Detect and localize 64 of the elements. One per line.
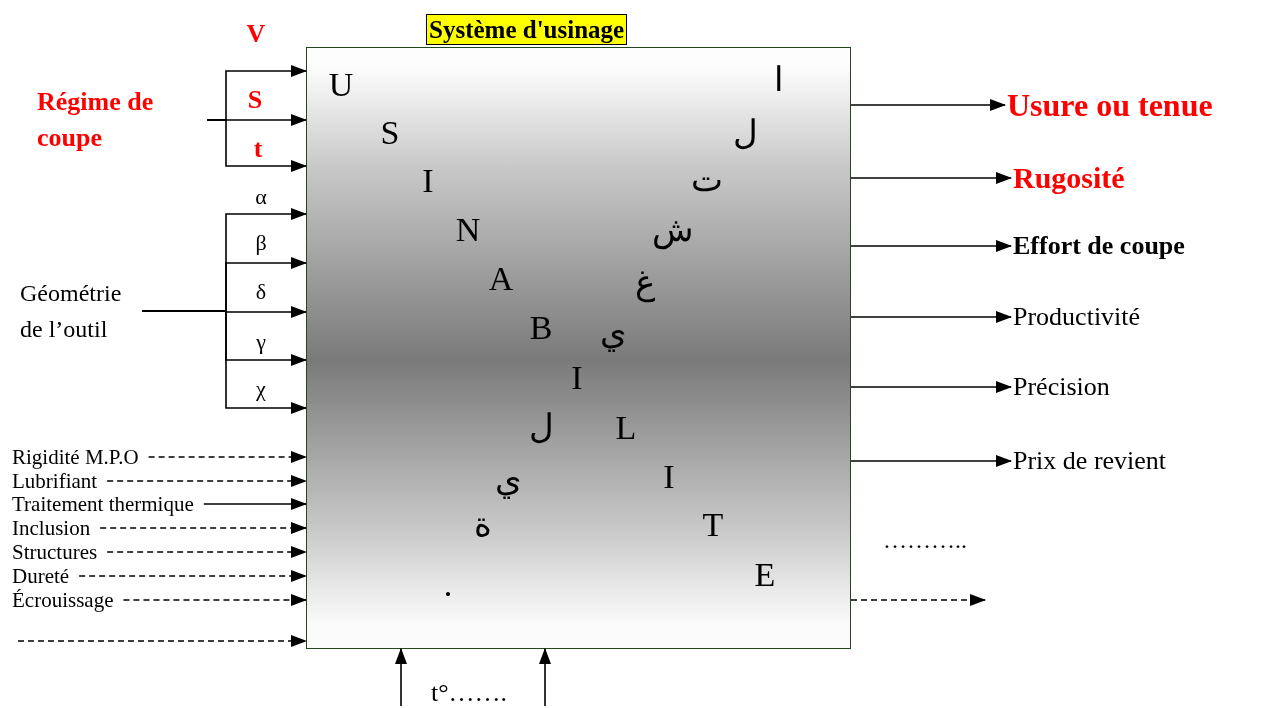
output-label: Rugosité [1013,160,1125,196]
factor-label: Écrouissage [12,589,114,611]
word-letter: ي [494,463,522,497]
factor-label: Traitement thermique [12,493,194,515]
arrow [850,594,986,606]
word-letter: I [571,361,583,395]
arrow [850,99,1006,111]
word-letter: ت [691,163,723,197]
word-letter: U [328,68,354,102]
input-group-label: Géométrie de l’outil [20,275,132,347]
word-letter: ل [528,410,554,444]
word-letter: E [754,558,776,592]
word-letter: S [380,116,400,150]
word-letter: . [443,568,453,602]
arrow [147,451,307,463]
output-label: Productivité [1013,300,1141,334]
arrow [395,648,407,707]
arrow [850,172,1012,184]
temperature-label: t°……. [430,680,508,706]
output-label: Effort de coupe [1013,229,1185,263]
edge-label: β [255,232,267,254]
ellipsis-text: ……….. [883,528,967,552]
factor-label: Structures [12,541,98,563]
factor-label: Rigidité M.P.O [12,446,139,468]
edge-label: α [255,186,267,208]
word-letter: A [488,262,514,296]
arrow [106,546,307,558]
arrow [850,381,1012,393]
arrow [106,475,307,487]
word-letter: N [455,213,481,247]
arrow [850,455,1012,467]
factor-label: Inclusion [12,517,91,539]
arrow [122,594,307,606]
output-label: Prix de revient [1013,444,1167,478]
edge-label: δ [255,281,267,303]
arrow [203,498,307,510]
arrow [850,240,1012,252]
arrow [850,311,1012,323]
word-letter: ا [773,63,783,97]
arrow [99,522,307,534]
factor-label: Lubrifiant [12,470,98,492]
word-letter: ي [599,316,627,350]
edge-label: χ [256,378,266,400]
system-title: Système d'usinage [426,14,628,45]
word-letter: I [422,164,434,198]
arrow [78,570,307,582]
arrow [539,648,551,707]
edge-label: t [253,136,263,162]
arrow [141,310,307,414]
word-letter: ة [474,508,492,542]
word-letter: L [615,411,637,445]
input-group-label: Régime de coupe [37,84,197,156]
edge-label: γ [256,331,266,353]
arrow [17,635,307,647]
edge-label: V [246,21,266,47]
word-letter: I [663,460,675,494]
word-letter: B [529,311,553,345]
output-label: Précision [1013,370,1110,404]
output-label: Usure ou tenue [1007,86,1213,124]
word-letter: ل [732,116,758,150]
word-letter: T [702,508,724,542]
factor-label: Dureté [12,565,70,587]
edge-label: S [247,87,263,113]
arrow [206,119,307,172]
